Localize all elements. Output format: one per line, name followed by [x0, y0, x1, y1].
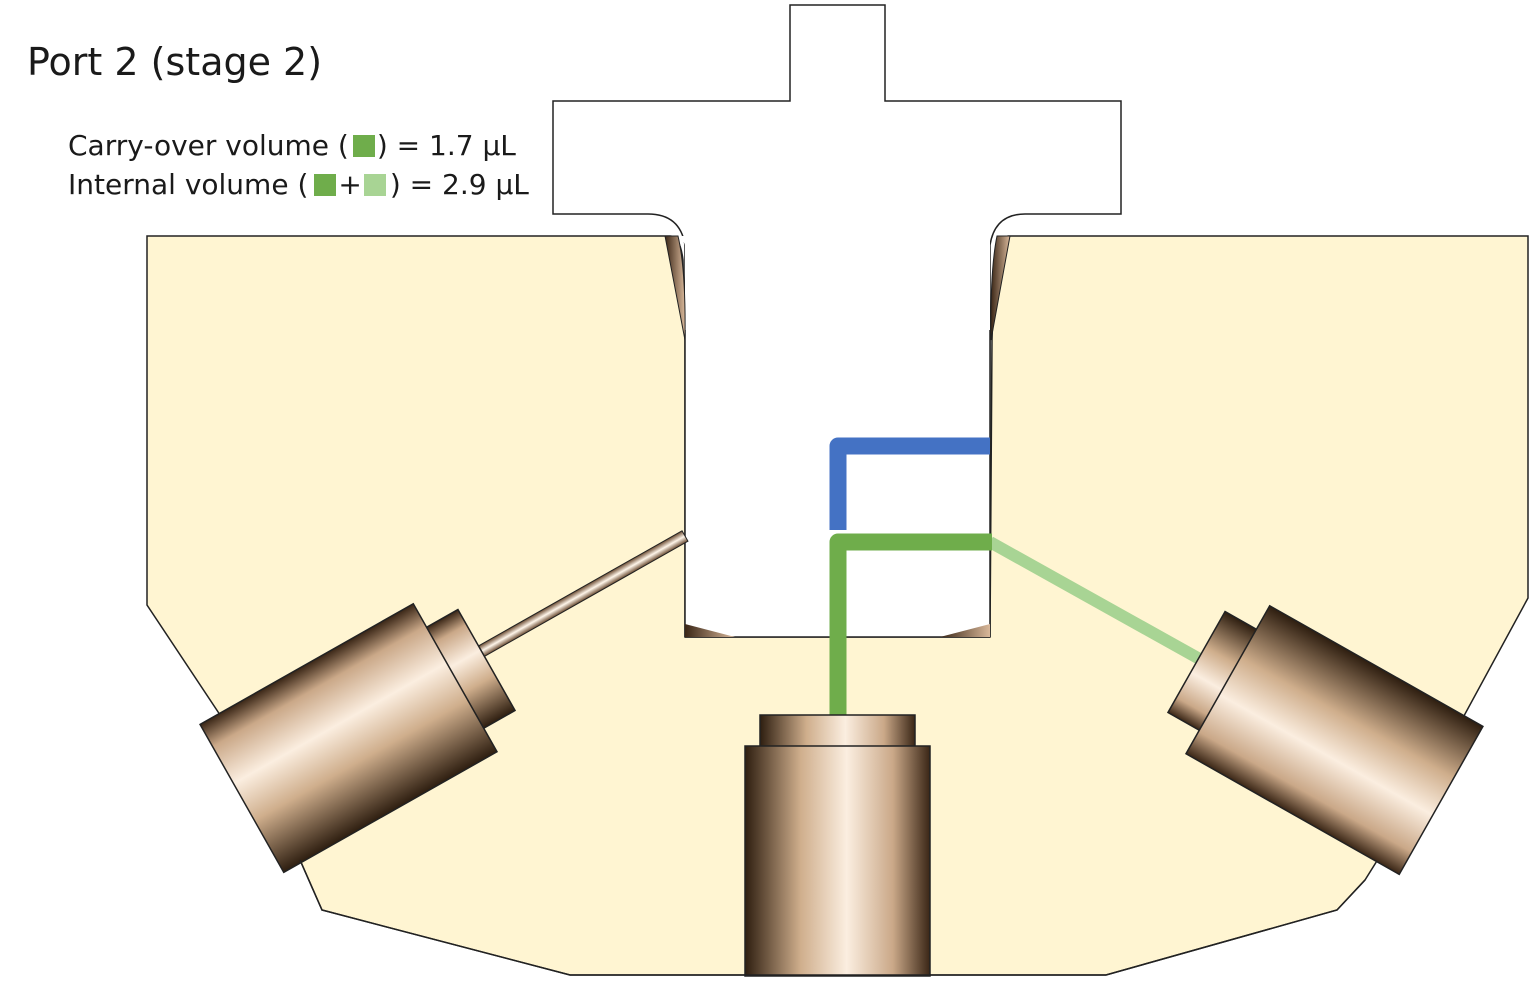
internal-channel	[987, 536, 1208, 668]
carry-over-channel	[829, 533, 992, 718]
corner-bottom-right	[940, 624, 990, 637]
body-bottom-outline	[299, 859, 1366, 976]
internal-legend: Internal volume ( + ) = 2.9 µL	[68, 168, 529, 202]
internal-label: Internal volume (	[68, 168, 309, 201]
carry-over-value: ) = 1.7 µL	[376, 129, 516, 162]
page-title: Port 2 (stage 2)	[27, 40, 323, 84]
carry-over-label: Carry-over volume (	[68, 129, 349, 162]
internal-swatch-dark	[314, 174, 337, 196]
blue-channel	[829, 437, 990, 530]
carry-over-legend: Carry-over volume ( ) = 1.7 µL	[68, 129, 516, 163]
corner-bottom-left	[685, 624, 735, 637]
notch-right	[990, 235, 1011, 341]
center-fitting	[744, 714, 931, 977]
internal-value: ) = 2.9 µL	[389, 168, 529, 201]
left-fitting	[199, 602, 517, 874]
internal-swatch-light	[363, 174, 386, 196]
internal-plus: +	[338, 168, 362, 201]
right-fitting	[1166, 604, 1484, 876]
notch-left	[664, 235, 686, 341]
carry-over-swatch	[352, 135, 375, 157]
